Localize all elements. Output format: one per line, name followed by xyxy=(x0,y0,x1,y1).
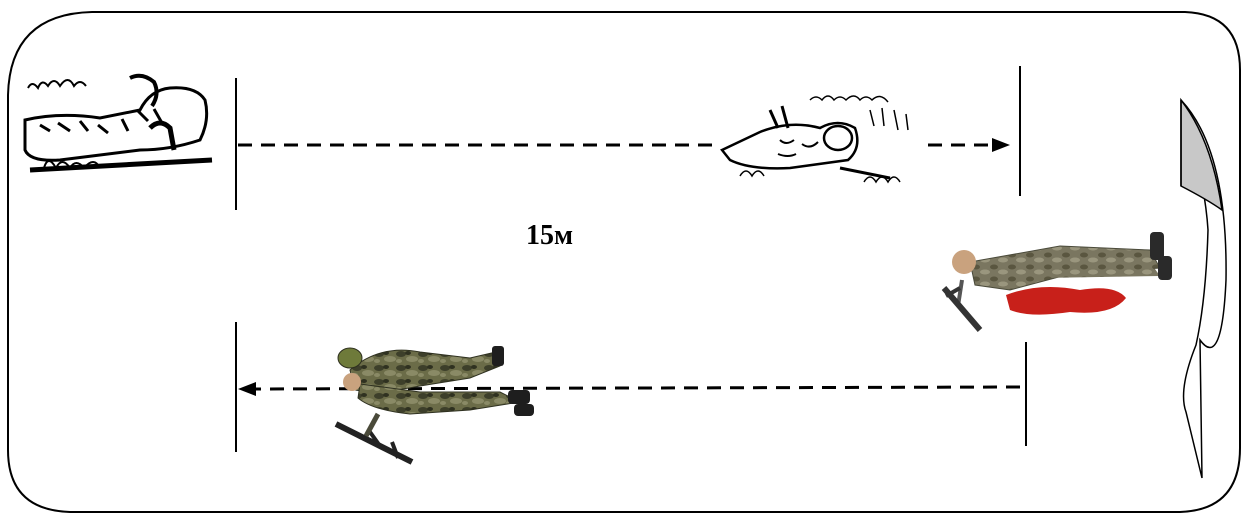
soldier-dragging-casualty-icon xyxy=(336,346,534,462)
crawling-soldier-sketch-icon xyxy=(22,72,214,180)
crawling-soldier-sketch-icon xyxy=(714,92,924,196)
u-turn-arrow-icon xyxy=(1181,100,1226,478)
wounded-soldier-icon xyxy=(944,232,1172,330)
distance-label: 15м xyxy=(526,220,573,251)
return-arrowhead xyxy=(238,382,256,396)
forward-arrowhead xyxy=(992,138,1010,152)
